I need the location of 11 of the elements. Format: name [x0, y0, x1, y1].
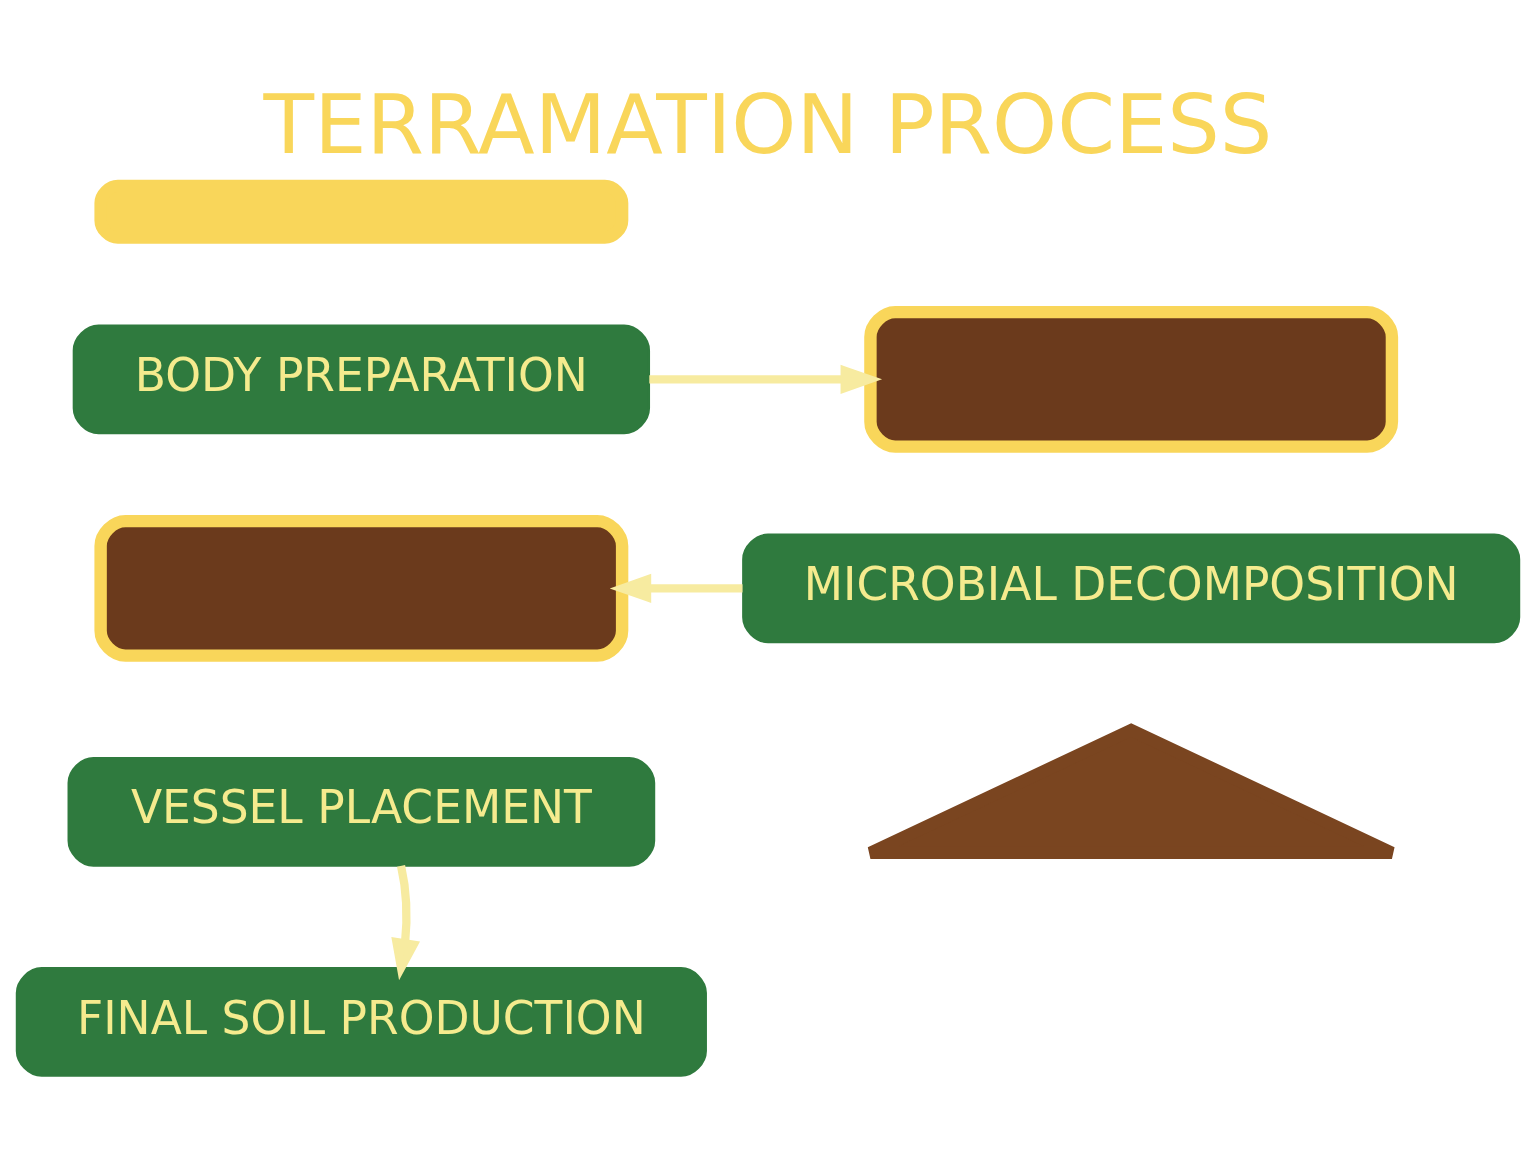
diagram-title: TERRAMATION PROCESS [263, 75, 1273, 173]
arrow [649, 364, 883, 394]
arrow [391, 865, 421, 981]
node-box: BODY PREPARATION [72, 324, 651, 435]
arrow [609, 573, 743, 603]
node-box: VESSEL PLACEMENT [67, 757, 656, 867]
node-box [94, 514, 629, 662]
node-box [864, 305, 1399, 453]
node-box: MICROBIAL DECOMPOSITION [742, 533, 1521, 644]
node-box: FINAL SOIL PRODUCTION [15, 967, 707, 1077]
node-bar [94, 179, 629, 244]
